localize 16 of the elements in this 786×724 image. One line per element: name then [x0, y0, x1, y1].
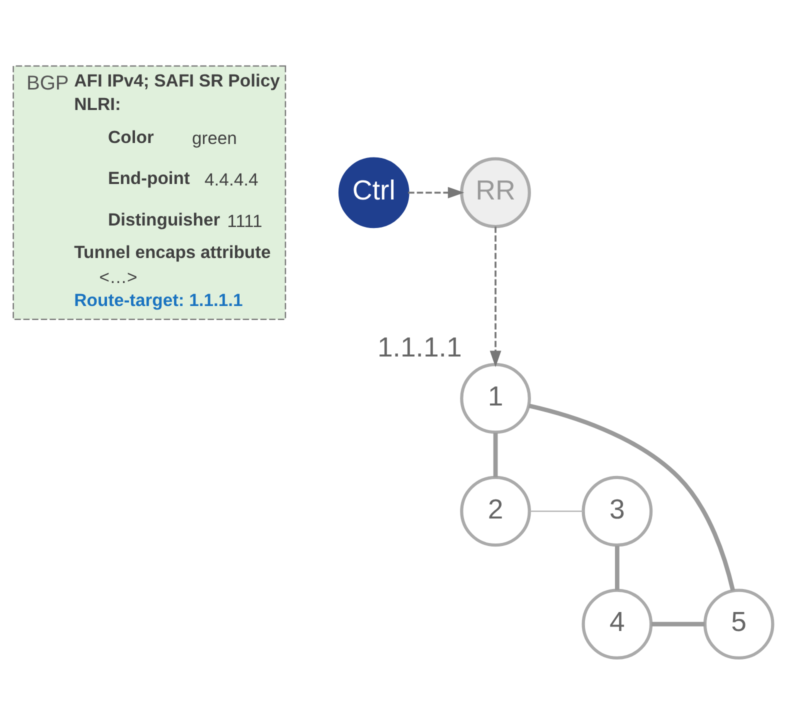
connector [614, 546, 620, 590]
connector [530, 510, 584, 512]
node-circle: 1 [460, 362, 531, 434]
arrow [490, 226, 502, 368]
connector [651, 622, 705, 626]
node-label: 1.1.1.1 [377, 331, 462, 362]
node-circle: 5 [703, 588, 774, 660]
node-circle: 2 [460, 476, 531, 547]
node-box: BGP AFI IPv4; SAFI SR Policy NLRI: Color green End-point 4.4.4.4 Distinguisher 1111 Tunnel encaps attribute <…> Route-target: 1.1.1.1 [12, 65, 286, 320]
node-circle: Ctrl [338, 157, 410, 228]
node-circle: RR [460, 157, 531, 228]
connector [493, 432, 498, 478]
node-circle: 3 [582, 476, 653, 547]
arrow [408, 186, 464, 198]
node-circle: 4 [582, 588, 653, 660]
connector [528, 404, 736, 592]
